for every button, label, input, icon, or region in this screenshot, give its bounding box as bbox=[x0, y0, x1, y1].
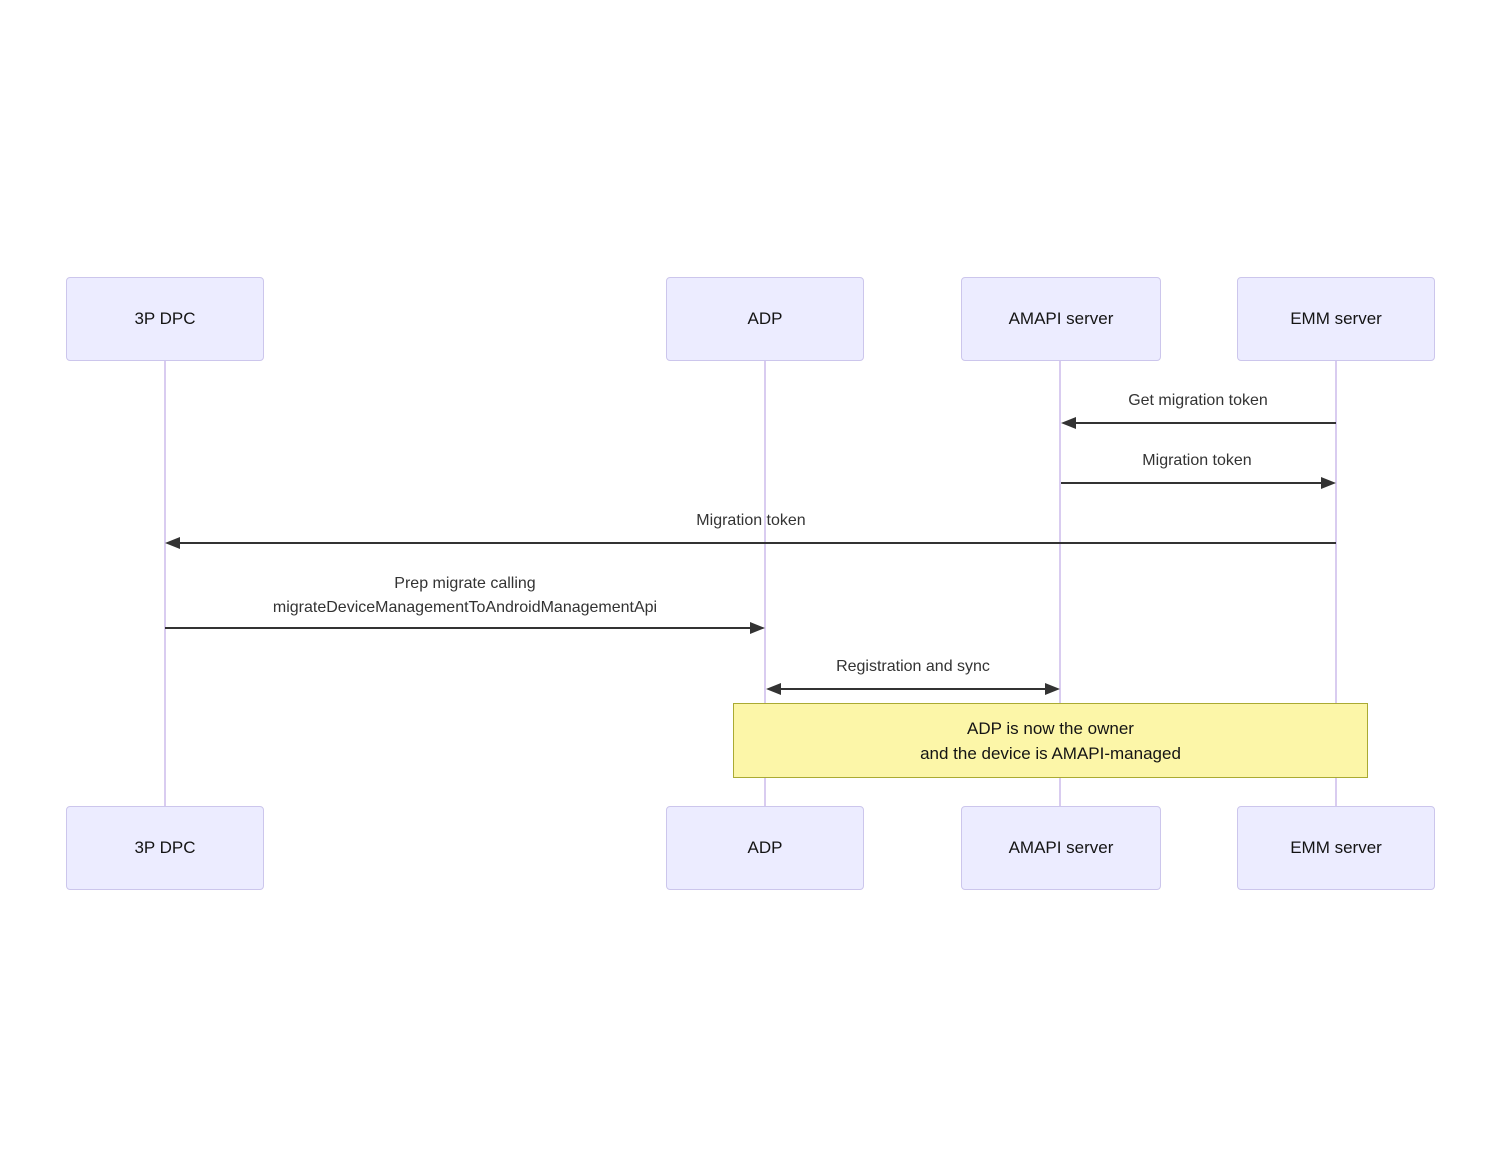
lifeline-adp bbox=[764, 361, 766, 806]
actor-box-3p-dpc-bottom: 3P DPC bbox=[66, 806, 264, 890]
message-arrow-prep-migrate bbox=[165, 627, 751, 629]
actor-label-emm-server: EMM server bbox=[1290, 309, 1382, 328]
lifeline-emm-server bbox=[1335, 361, 1337, 806]
lifeline-3p-dpc bbox=[164, 361, 166, 806]
actor-box-adp-bottom: ADP bbox=[666, 806, 864, 890]
actor-label-emm-server: EMM server bbox=[1290, 838, 1382, 857]
arrowhead-left-icon bbox=[766, 683, 781, 695]
arrowhead-right-icon bbox=[1321, 477, 1336, 489]
note-box: ADP is now the owner and the device is A… bbox=[733, 703, 1368, 778]
actor-box-adp-top: ADP bbox=[666, 277, 864, 361]
actor-label-adp: ADP bbox=[747, 838, 783, 857]
message-arrow-registration-and-sync bbox=[779, 688, 1046, 690]
message-label-get-migration-token: Get migration token bbox=[1128, 392, 1268, 409]
message-label-migration-token-to-emm: Migration token bbox=[1142, 452, 1252, 469]
actor-box-3p-dpc-top: 3P DPC bbox=[66, 277, 264, 361]
message-arrow-migration-token-to-emm bbox=[1061, 482, 1323, 484]
arrowhead-right-icon bbox=[1045, 683, 1060, 695]
actor-label-3p-dpc: 3P DPC bbox=[134, 838, 196, 857]
message-label-prep-migrate-line2: migrateDeviceManagementToAndroidManageme… bbox=[272, 599, 658, 616]
note-line2: and the device is AMAPI-managed bbox=[920, 743, 1181, 763]
message-label-prep-migrate: Prep migrate calling migrateDeviceManage… bbox=[273, 572, 657, 620]
actor-label-3p-dpc: 3P DPC bbox=[134, 309, 196, 328]
arrowhead-left-icon bbox=[1061, 417, 1076, 429]
message-arrow-get-migration-token bbox=[1074, 422, 1336, 424]
actor-label-amapi-server: AMAPI server bbox=[1008, 838, 1114, 857]
actor-box-emm-server-bottom: EMM server bbox=[1237, 806, 1435, 890]
message-label-prep-migrate-line1: Prep migrate calling bbox=[394, 575, 536, 592]
actor-box-emm-server-top: EMM server bbox=[1237, 277, 1435, 361]
note-line1: ADP is now the owner bbox=[967, 718, 1134, 738]
actor-box-amapi-server-bottom: AMAPI server bbox=[961, 806, 1161, 890]
lifeline-amapi-server bbox=[1059, 361, 1061, 806]
message-arrow-migration-token-to-dpc bbox=[178, 542, 1336, 544]
message-label-registration-and-sync: Registration and sync bbox=[836, 658, 990, 675]
actor-box-amapi-server-top: AMAPI server bbox=[961, 277, 1161, 361]
arrowhead-left-icon bbox=[165, 537, 180, 549]
actor-label-amapi-server: AMAPI server bbox=[1008, 309, 1114, 328]
message-label-migration-token-to-dpc: Migration token bbox=[696, 512, 806, 529]
arrowhead-right-icon bbox=[750, 622, 765, 634]
actor-label-adp: ADP bbox=[747, 309, 783, 328]
